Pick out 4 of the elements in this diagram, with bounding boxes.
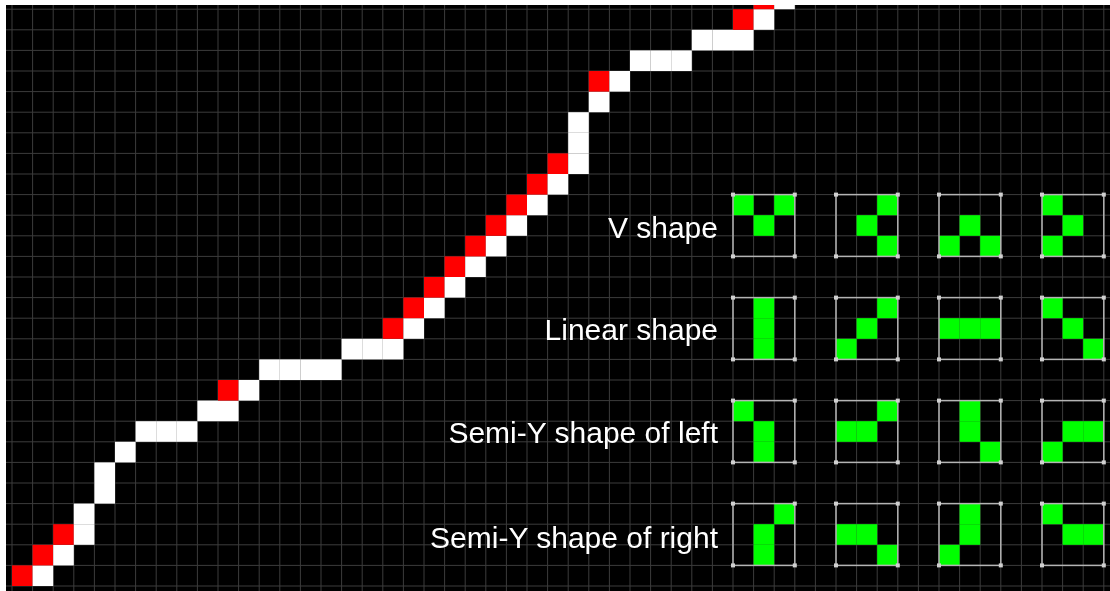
shape-label: Semi-Y shape of right [430, 520, 718, 556]
shape-label: Semi-Y shape of left [448, 415, 718, 451]
shape-label: Linear shape [544, 312, 718, 348]
shape-label: V shape [607, 210, 718, 246]
